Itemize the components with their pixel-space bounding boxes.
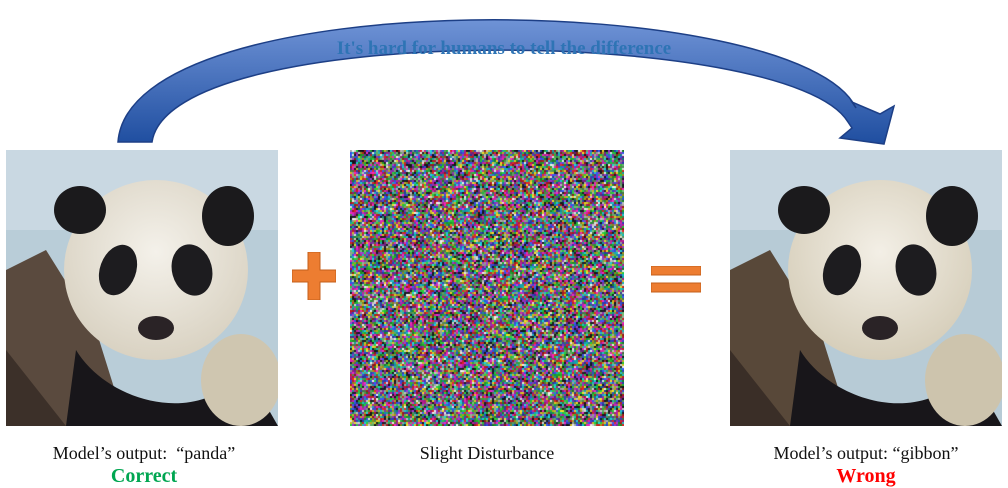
noise-perturbation-image xyxy=(350,150,624,426)
panda-image-adversarial xyxy=(730,150,1002,426)
right-output-caption: Model’s output: “gibbon” xyxy=(773,443,959,463)
middle-caption: Slight Disturbance xyxy=(419,443,555,463)
plus-icon xyxy=(292,252,336,300)
panda-image-original xyxy=(6,150,278,426)
equals-icon xyxy=(651,266,701,293)
wrong-verdict: Wrong xyxy=(836,465,896,487)
left-output-caption: Model’s output: “panda” xyxy=(52,443,236,463)
arrow-arc xyxy=(117,19,896,145)
correct-verdict: Correct xyxy=(110,465,178,487)
headline: It's hard for humans to tell the differe… xyxy=(336,38,672,59)
